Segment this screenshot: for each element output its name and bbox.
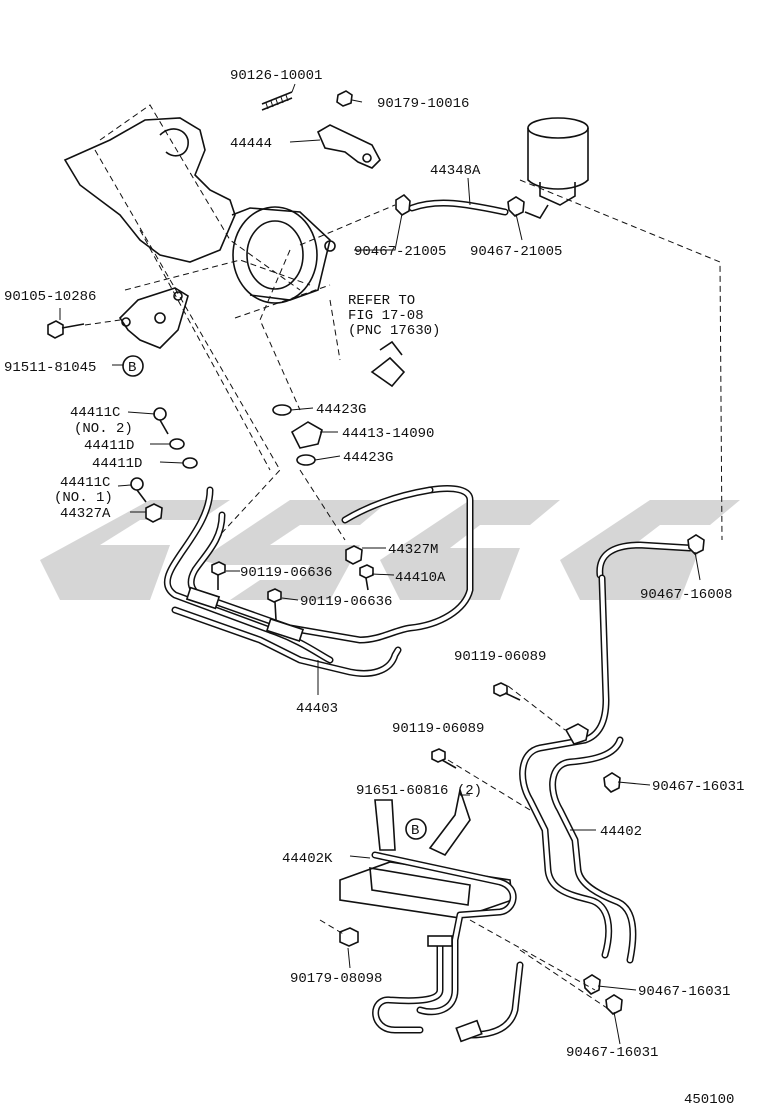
bolt-90119-06089-a xyxy=(493,682,521,701)
callout-90119-06636-lower: 90119-06636 xyxy=(300,594,392,610)
ref-marker-b-upper: B xyxy=(122,355,144,377)
callout-no2: (NO. 2) xyxy=(74,421,133,437)
gasket-44423G-upper xyxy=(272,404,292,416)
callout-90467-16031-upper: 90467-16031 xyxy=(652,779,744,795)
callout-44327A: 44327A xyxy=(60,506,111,522)
tube-assembly-44403 xyxy=(163,484,474,677)
callout-90467-16031-lower: 90467-16031 xyxy=(566,1045,658,1061)
stud-bolt xyxy=(261,91,293,111)
callout-90126-10001: 90126-10001 xyxy=(230,68,322,84)
callout-44327M: 44327M xyxy=(388,542,438,558)
callout-90119-06089-upper: 90119-06089 xyxy=(454,649,546,665)
callout-90467-21005-right: 90467-21005 xyxy=(470,244,562,260)
grommet-44327M xyxy=(345,545,363,565)
callout-44411D-lower: 44411D xyxy=(92,456,142,472)
callout-44348A: 44348A xyxy=(430,163,481,179)
callout-44444: 44444 xyxy=(230,136,272,152)
callout-90119-06089-lower: 90119-06089 xyxy=(392,721,484,737)
b-marker-label: B xyxy=(128,360,136,376)
callout-90105-10286: 90105-10286 xyxy=(4,289,96,305)
refer-note-line3: (PNC 17630) xyxy=(348,323,440,339)
leader-lines xyxy=(59,83,701,1045)
callout-90119-06636-upper: 90119-06636 xyxy=(240,565,332,581)
callout-44411C-no2: 44411C xyxy=(70,405,120,421)
callout-90467-21005-left: 90467-21005 xyxy=(354,244,446,260)
nut-90179-08098 xyxy=(339,927,359,947)
reservoir xyxy=(524,117,589,219)
callout-44410A: 44410A xyxy=(395,570,446,586)
callout-44402K: 44402K xyxy=(282,851,333,867)
callout-90467-16008: 90467-16008 xyxy=(640,587,732,603)
union-bolt-44413 xyxy=(290,421,323,449)
ref-marker-b-lower: B xyxy=(405,818,427,840)
gasket-44423G-lower xyxy=(296,454,316,466)
pressure-switch xyxy=(370,340,406,388)
callout-44411D-upper: 44411D xyxy=(84,438,134,454)
refer-note-line1: REFER TO xyxy=(348,293,415,309)
callout-91651-60816: 91651-60816 (2) xyxy=(356,783,482,799)
callout-44413-14090: 44413-14090 xyxy=(342,426,434,442)
bolt-44410A xyxy=(359,564,374,591)
alignment-lines xyxy=(84,104,723,1011)
bolt-90119-06636-b xyxy=(267,588,282,621)
bracket-left xyxy=(118,287,189,349)
tube-assembly-44402 xyxy=(519,574,637,1015)
bolt-90119-06636-a xyxy=(211,561,226,590)
hose-44348A xyxy=(395,193,525,217)
clamp-44444 xyxy=(316,90,381,169)
hose-right xyxy=(596,534,705,579)
steering-gear-housing xyxy=(63,117,336,304)
callout-44423G-upper: 44423G xyxy=(316,402,366,418)
oil-cooler-44402K xyxy=(339,786,524,1043)
b-marker-label: B xyxy=(411,823,419,839)
callout-90179-10016: 90179-10016 xyxy=(377,96,469,112)
callout-44411C-no1: 44411C xyxy=(60,475,110,491)
bolt-90105-10286 xyxy=(47,320,85,339)
diagram-number: 450100 xyxy=(684,1092,734,1108)
callout-no1: (NO. 1) xyxy=(54,490,113,506)
bolt-90119-06089-b xyxy=(431,748,457,769)
callout-44403: 44403 xyxy=(296,701,338,717)
callout-labels: 90126-10001 90179-10016 44444 44348A 904… xyxy=(4,68,744,1108)
callout-44423G-lower: 44423G xyxy=(343,450,393,466)
callout-90179-08098: 90179-08098 xyxy=(290,971,382,987)
callout-44402: 44402 xyxy=(600,824,642,840)
refer-note-line2: FIG 17-08 xyxy=(348,308,424,324)
callout-91511-81045: 91511-81045 xyxy=(4,360,96,376)
callout-90467-16031-middle: 90467-16031 xyxy=(638,984,730,1000)
